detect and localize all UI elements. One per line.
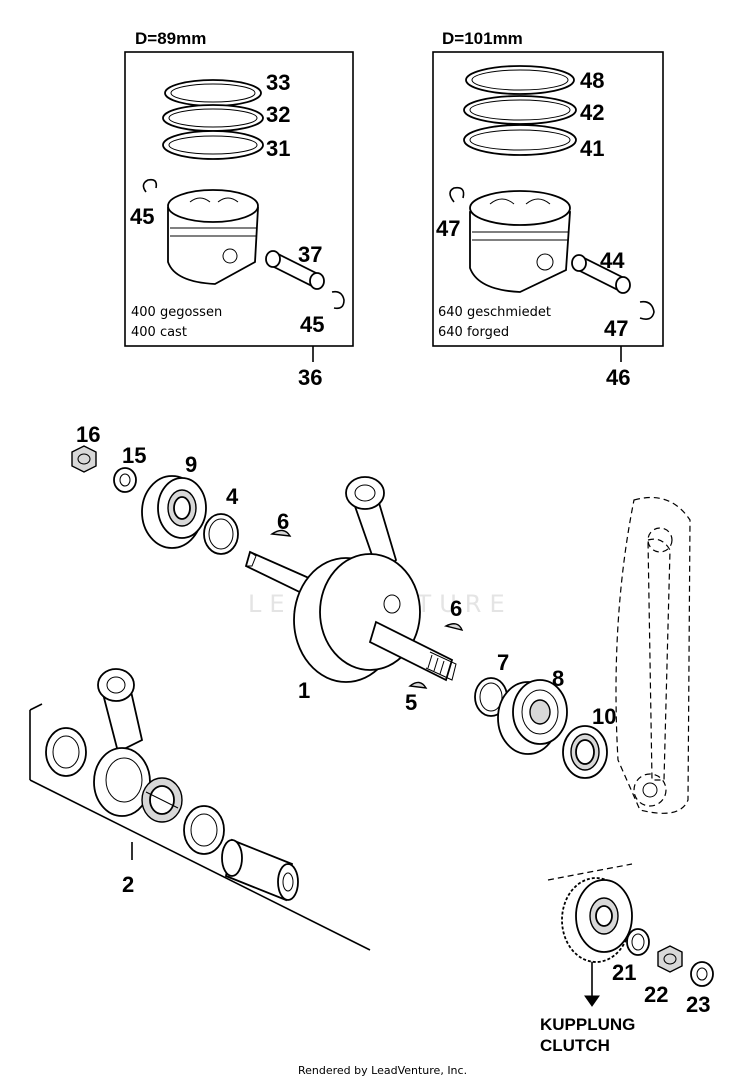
thrust-washer-left — [45, 727, 87, 777]
callout-47-top: 47 — [436, 216, 460, 241]
gear-primary — [561, 877, 633, 963]
callout-41: 41 — [580, 136, 604, 161]
bearing-8 — [497, 679, 568, 755]
balancer-chain-outline — [615, 496, 691, 814]
nut-16 — [71, 445, 97, 473]
washer-23 — [690, 961, 714, 987]
callout-15: 15 — [122, 443, 146, 468]
footer-credit: Rendered by LeadVenture, Inc. — [298, 1064, 467, 1077]
clutch-gear-set — [547, 863, 714, 1007]
caption-de-89: 400 gegossen — [131, 305, 222, 320]
washer-15 — [113, 467, 137, 493]
caption-en-89: 400 cast — [131, 325, 187, 340]
piston-rings-101 — [463, 65, 577, 156]
conrod-kit-frame — [29, 703, 371, 951]
callout-23: 23 — [686, 992, 710, 1017]
key-6a — [270, 529, 292, 537]
bearing-9 — [141, 475, 207, 549]
callout-46: 46 — [606, 365, 630, 390]
clutch-label-en: CLUTCH — [540, 1036, 610, 1055]
callout-6-lower: 6 — [450, 596, 462, 621]
caption-en-101: 640 forged — [438, 325, 509, 340]
washer-21 — [626, 928, 650, 956]
seal-10 — [562, 725, 608, 779]
box-title-89: D=89mm — [135, 29, 206, 48]
callout-33: 33 — [266, 70, 290, 95]
piston-89 — [167, 189, 259, 285]
nut-22 — [657, 945, 683, 973]
callout-45-top: 45 — [130, 204, 154, 229]
shim-4 — [203, 513, 239, 555]
circlip-45b — [331, 290, 345, 310]
callout-32: 32 — [266, 102, 290, 127]
caption-de-101: 640 geschmiedet — [438, 305, 551, 320]
conrod-2 — [93, 668, 151, 817]
key-5 — [408, 681, 428, 689]
piston-pin-37 — [265, 250, 325, 290]
callout-4: 4 — [226, 484, 239, 509]
piston-kit-box-101: D=101mm 48 42 41 47 44 — [432, 29, 664, 390]
crankshaft-1 — [244, 476, 457, 683]
clutch-label-de: KUPPLUNG — [540, 1015, 635, 1034]
callout-7: 7 — [497, 650, 509, 675]
box-title-101: D=101mm — [442, 29, 523, 48]
piston-pin-44 — [571, 254, 631, 294]
callout-48: 48 — [580, 68, 604, 93]
callout-37: 37 — [298, 242, 322, 267]
callout-21: 21 — [612, 960, 636, 985]
callout-9: 9 — [185, 452, 197, 477]
needle-bearing — [141, 777, 183, 823]
callout-47-bottom: 47 — [604, 316, 628, 341]
circlip-47b — [639, 300, 655, 320]
callout-36: 36 — [298, 365, 322, 390]
callout-5: 5 — [405, 690, 417, 715]
crank-pin — [221, 838, 299, 902]
callout-16: 16 — [76, 422, 100, 447]
piston-101 — [469, 190, 571, 293]
callout-8: 8 — [552, 666, 564, 691]
key-6b — [443, 623, 464, 632]
callout-44: 44 — [600, 248, 625, 273]
callout-42: 42 — [580, 100, 604, 125]
callout-2: 2 — [122, 872, 134, 897]
callout-6-upper: 6 — [277, 509, 289, 534]
callout-22: 22 — [644, 982, 668, 1007]
circlip-47a — [449, 186, 465, 203]
piston-kit-box-89: D=89mm 33 32 — [124, 29, 354, 390]
callout-1: 1 — [298, 678, 310, 703]
box-frame-89 — [124, 51, 354, 347]
box-frame-101 — [432, 51, 664, 347]
circlip-45a — [142, 178, 158, 193]
callout-10: 10 — [592, 704, 616, 729]
piston-rings-89 — [162, 79, 264, 160]
callout-45-bottom: 45 — [300, 312, 324, 337]
callout-31: 31 — [266, 136, 290, 161]
thrust-washer-right — [183, 805, 225, 855]
